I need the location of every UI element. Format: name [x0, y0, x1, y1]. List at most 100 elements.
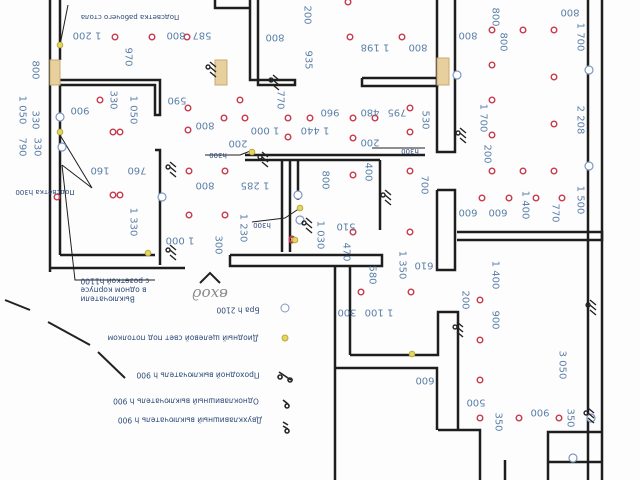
spot-light-icon [488, 26, 496, 34]
dimension-label: 580 [366, 265, 378, 285]
dimension-label: 330 [31, 137, 43, 157]
spot-light-icon [349, 228, 357, 236]
dimension-label: 1 350 [396, 250, 408, 280]
led-light-icon [144, 249, 152, 257]
dimension-label: 510 [336, 220, 356, 232]
dimension-label: 480 [360, 106, 380, 118]
dimension-label: 600 [458, 206, 478, 218]
spot-light-icon [236, 96, 244, 104]
ceiling-spots [53, 0, 566, 422]
spot-light-icon [555, 414, 563, 422]
switch-icon [455, 127, 467, 144]
legend-line: Выключатели [80, 294, 135, 304]
spot-light-icon [476, 376, 484, 384]
switch-icon [257, 151, 269, 168]
dimension-label: 530 [419, 110, 431, 130]
dimension-label: 1 400 [489, 260, 501, 290]
dimension-label: 800 [560, 6, 580, 18]
spot-light-icon [220, 114, 228, 122]
dimension-label: 1 500 [574, 185, 586, 215]
spot-light-icon [96, 96, 104, 104]
switch-marks [165, 61, 597, 424]
spot-light-icon [241, 114, 249, 122]
switch-icon [205, 61, 217, 78]
dimension-label: 700 [418, 175, 430, 195]
note-h300: h300 [253, 221, 271, 229]
dimension-label: 600 [488, 206, 508, 218]
switch-icon [165, 161, 177, 178]
dimension-label: 330 [107, 90, 119, 110]
spot-light-icon [550, 73, 558, 81]
dimension-label: 800 [195, 119, 215, 131]
sconce-icon [452, 70, 462, 80]
dimension-label: 1 200 [72, 29, 102, 41]
double-switch-legend-icon [282, 421, 290, 434]
spot-light-icon [184, 104, 192, 112]
dimension-label: 1 030 [314, 220, 326, 250]
switch-icon [301, 217, 313, 234]
dimension-label: 970 [122, 47, 134, 67]
dimension-label: 1 000 [250, 124, 280, 136]
dimension-label: 500 [466, 396, 486, 408]
led-light-icon [408, 350, 416, 358]
dimension-label: 795 [387, 106, 407, 118]
dimension-label: 350 [492, 412, 504, 432]
sconce-icon [295, 215, 305, 225]
single-switch-legend-icon [282, 399, 290, 409]
dimension-label: 470 [340, 242, 352, 262]
spot-light-icon [478, 194, 486, 202]
spot-light-icon [111, 33, 119, 41]
dimension-label: 1 198 [360, 41, 390, 53]
dimension-label: 900 [489, 310, 501, 330]
spot-light-icon [488, 167, 496, 175]
led-light-icon [56, 128, 64, 136]
dimension-label: 935 [302, 50, 314, 70]
spot-light-icon [407, 288, 415, 296]
led-light-icon [56, 41, 64, 49]
sconce-icon [293, 190, 303, 200]
spot-light-icon [406, 128, 414, 136]
dimension-label: 200 [360, 136, 380, 148]
spot-light-icon [532, 194, 540, 202]
dimension-label: 1 285 [240, 179, 270, 191]
sconce-icon [584, 161, 594, 171]
dimension-label: 770 [274, 90, 286, 110]
legend-line: в одном корпусе [80, 285, 147, 295]
spot-light-icon [371, 114, 379, 122]
dimension-label: 800 [319, 170, 331, 190]
legend-icons [277, 303, 293, 434]
dimension-label: 1 230 [237, 213, 249, 243]
dimension-label: 800 [408, 41, 428, 53]
scan-marks [4, 299, 126, 379]
spot-light-icon [488, 61, 496, 69]
entrance-label: вход [192, 285, 228, 303]
dimension-label: 770 [549, 203, 561, 223]
legend-single-switch: Одноклавишный выключатель h 900 [113, 396, 259, 406]
spot-light-icon [550, 120, 558, 128]
dimension-label: 3 050 [556, 350, 568, 380]
spot-light-icon [406, 104, 414, 112]
spot-light-icon [550, 26, 558, 34]
note-desk-light: Подсветка рабочего стола [80, 13, 180, 21]
dimension-label: 1 100 [364, 306, 394, 318]
dimension-label: 790 [16, 137, 28, 157]
legend-pass-switch: Проходной выключатель h 900 [136, 370, 260, 380]
dimension-label: 960 [320, 106, 340, 118]
dimension-label: 800 [497, 32, 509, 52]
spot-light-icon [221, 211, 229, 219]
dimension-label: 600 [415, 374, 435, 386]
door-block [214, 59, 228, 86]
note-h300: h300 [209, 151, 227, 159]
spot-light-icon [476, 336, 484, 344]
spot-light-icon [306, 114, 314, 122]
sconces [55, 65, 596, 463]
dimension-label: 1 440 [300, 124, 330, 136]
dimension-label: 760 [127, 164, 147, 176]
dimension-label: 200 [481, 144, 493, 164]
dimension-label: 590 [167, 94, 187, 106]
dimension-label: 587 [192, 29, 212, 41]
dimension-label: 1 050 [127, 95, 139, 125]
spot-light-icon [284, 114, 292, 122]
spot-light-icon [488, 131, 496, 139]
spot-light-icon [398, 33, 406, 41]
